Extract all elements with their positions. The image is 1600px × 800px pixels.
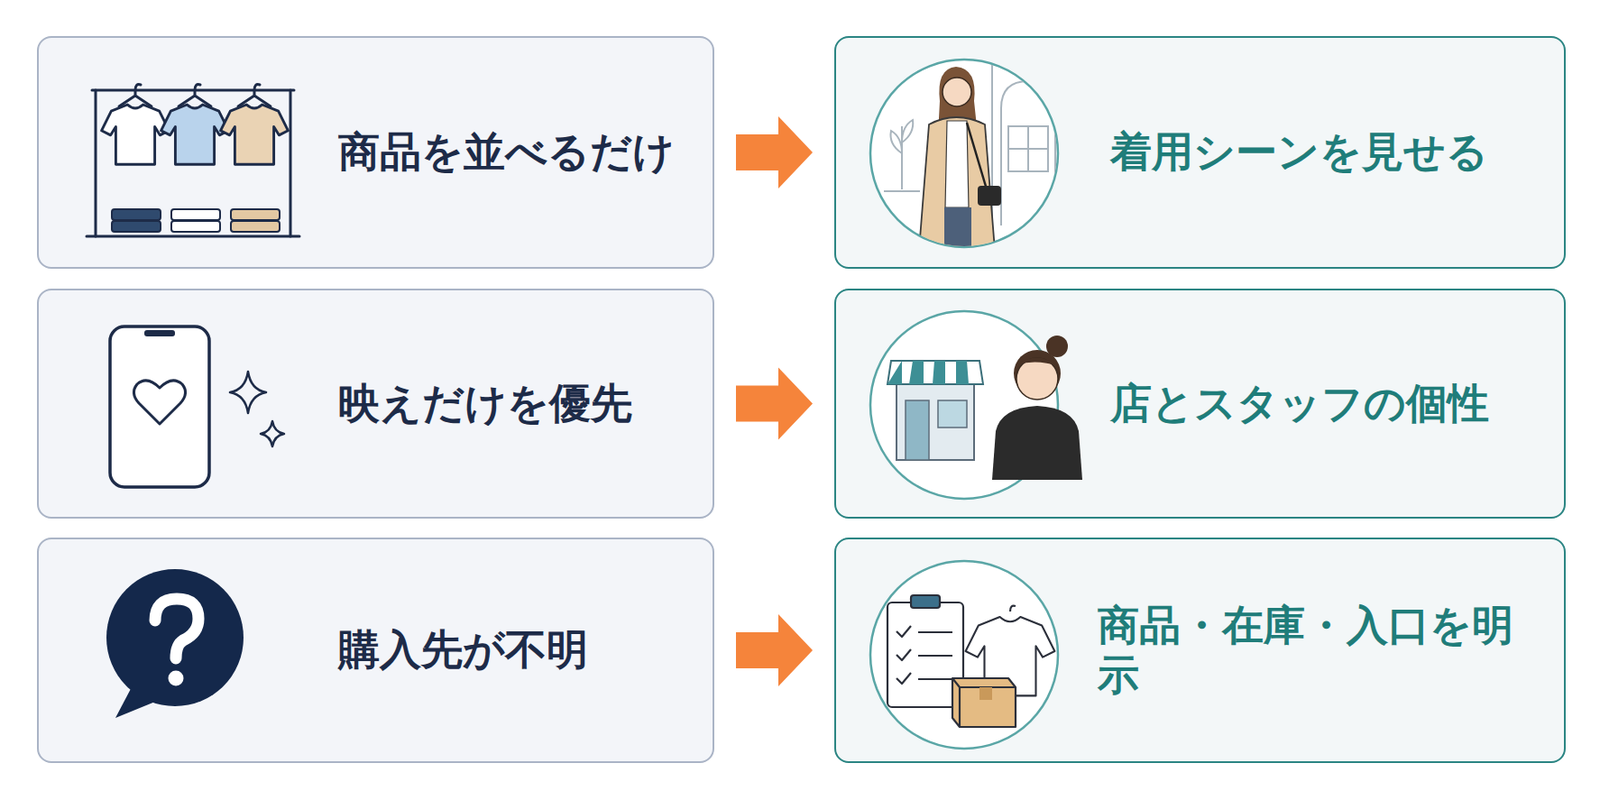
flow-arrow	[735, 614, 813, 687]
box-label: 店とスタッフの個性	[1110, 378, 1490, 429]
box-label: 購入先が不明	[338, 625, 589, 675]
solution-box: 店とスタッフの個性	[834, 288, 1566, 519]
box-label: 商品・在庫・入口を明示	[1097, 600, 1550, 700]
box-label: 映えだけを優先	[338, 378, 633, 429]
stock-illustration	[870, 560, 1058, 749]
phone-heart-icon	[110, 326, 285, 488]
clothes-rack-icon	[86, 84, 300, 237]
text-group: 映えだけを優先	[338, 378, 633, 429]
text-group: 店とスタッフの個性	[1110, 378, 1490, 429]
text-group: 購入先が不明	[338, 625, 589, 675]
problem-box: 映えだけを優先	[36, 288, 715, 519]
problem-box: 商品を並べるだけ	[36, 36, 715, 269]
shop-staff-illustration	[870, 311, 1083, 499]
problem-box: 購入先が不明	[36, 537, 715, 764]
text-group: 商品・在庫・入口を明示	[1097, 600, 1550, 700]
flow-arrow	[735, 116, 813, 189]
solution-box: 商品・在庫・入口を明示	[834, 537, 1566, 764]
text-group: 商品を並べるだけ	[338, 127, 675, 177]
question-bubble-icon	[106, 569, 244, 718]
solution-box: 着用シーンを見せる	[834, 36, 1566, 269]
text-group: 着用シーンを見せる	[1110, 127, 1489, 177]
wearing-scene-illustration	[870, 54, 1058, 262]
flow-arrow	[735, 367, 813, 441]
box-label: 着用シーンを見せる	[1110, 127, 1489, 177]
box-label: 商品を並べるだけ	[338, 127, 675, 177]
